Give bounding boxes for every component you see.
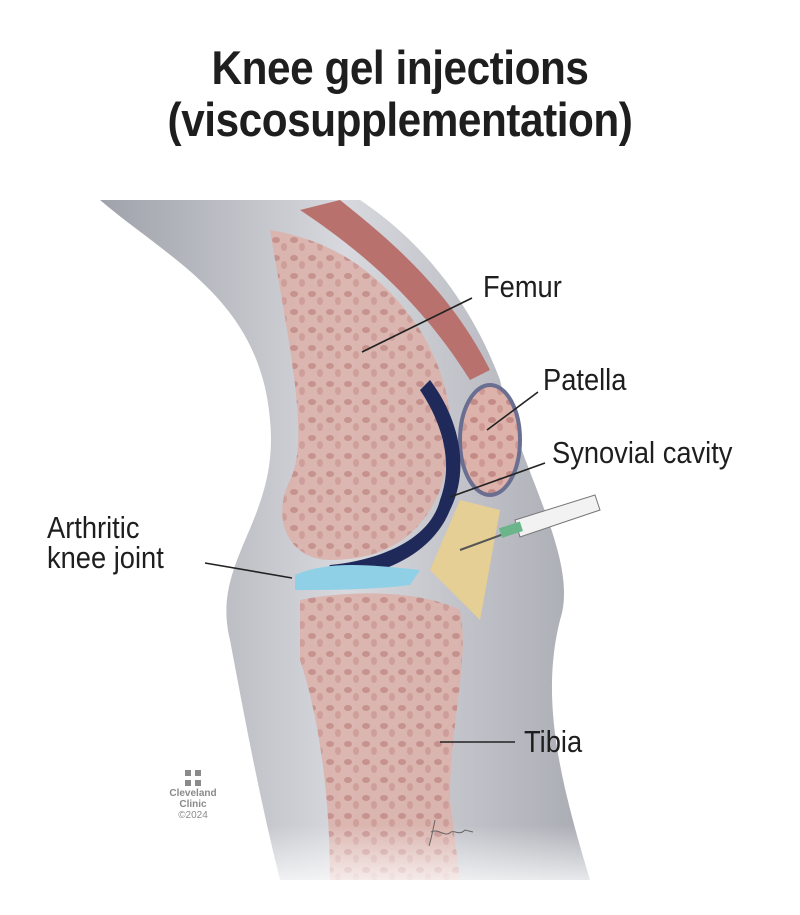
cleveland-clinic-icon [185, 770, 201, 786]
fat-pad [430, 500, 500, 620]
synovial-leader-line [449, 462, 546, 498]
title-line-1: Knee gel injections [211, 41, 589, 94]
artist-signature [428, 819, 474, 847]
label-arthritic-line-1: Arthritic [47, 510, 140, 545]
femur-leader-line [361, 297, 473, 353]
copyright: ©2024 [178, 810, 208, 821]
quadriceps-muscle [300, 200, 490, 380]
label-patella: Patella [543, 362, 627, 397]
synovial-cavity [320, 380, 461, 580]
patella-bone [458, 383, 522, 497]
title-line-2: (viscosupplementation) [167, 93, 633, 146]
joint-gel [295, 565, 420, 590]
label-femur: Femur [483, 269, 562, 304]
label-tibia: Tibia [524, 724, 583, 759]
cleveland-clinic-logo: Cleveland Clinic ©2024 [163, 770, 223, 821]
patella-leader-line [486, 391, 539, 431]
label-synovial-cavity: Synovial cavity [552, 435, 733, 470]
logo-name-line-2: Clinic [179, 799, 207, 810]
syringe [459, 494, 601, 551]
logo-name-line-1: Cleveland [169, 788, 217, 799]
arthritic-leader-line [204, 562, 293, 579]
femur-bone [270, 230, 451, 560]
leader-lines [204, 297, 546, 743]
label-arthritic-line-2: knee joint [47, 540, 164, 575]
